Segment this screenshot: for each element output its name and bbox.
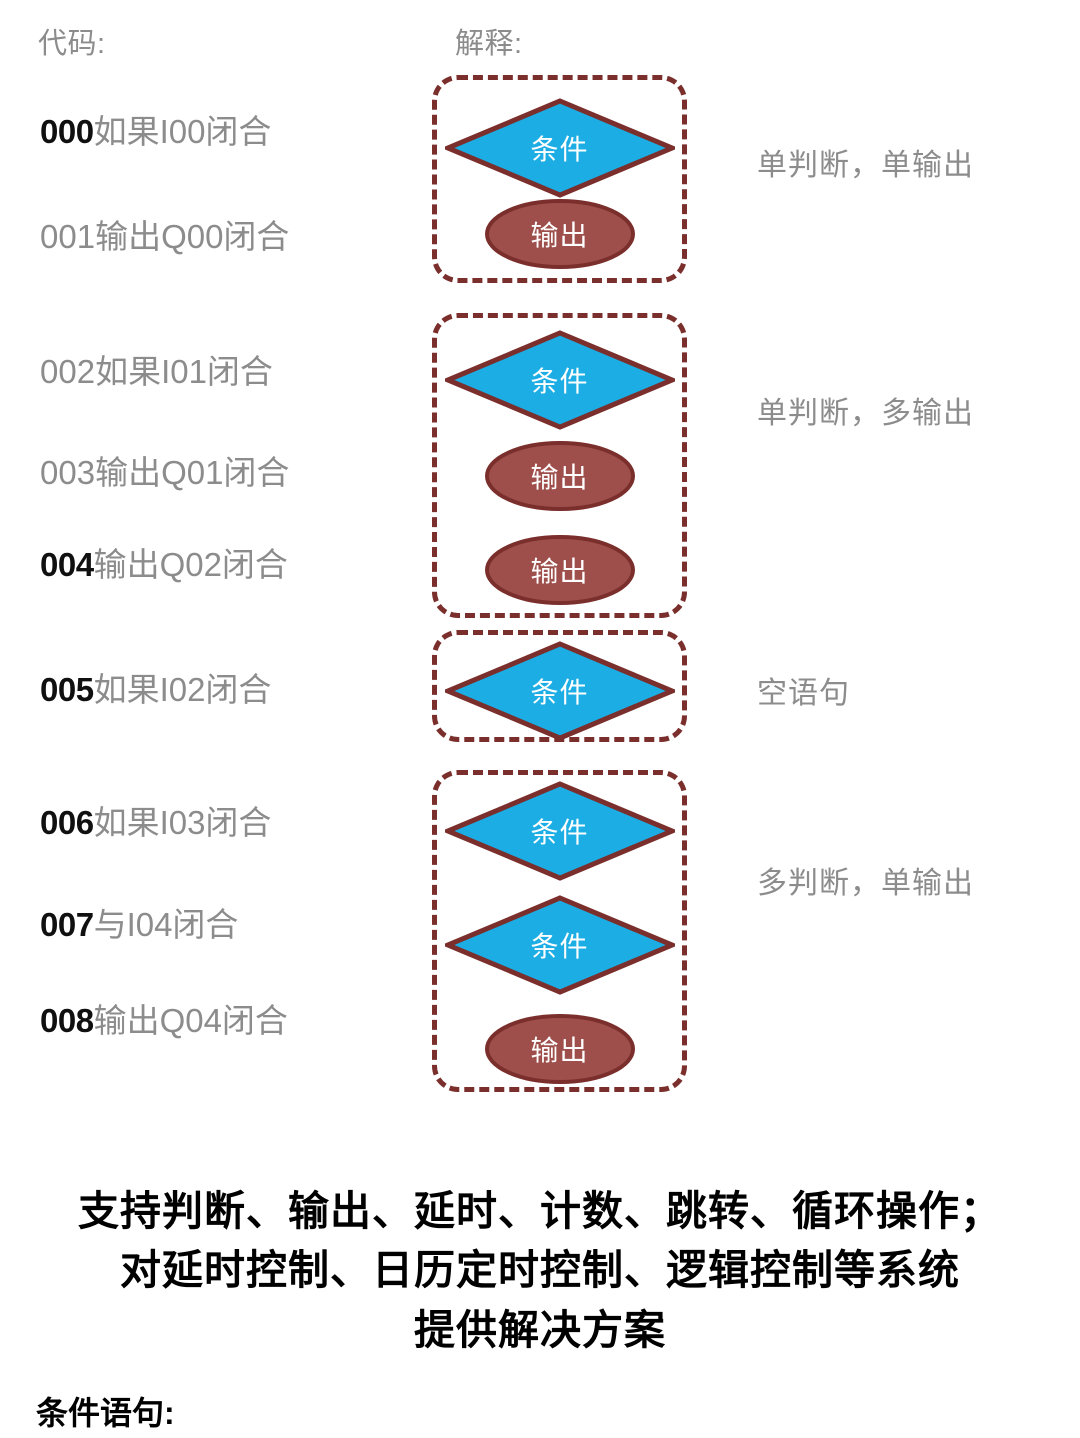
code-line-number: 003	[40, 454, 96, 491]
code-line-text: 如果I01闭合	[95, 353, 273, 390]
code-line-text: 输出Q00闭合	[95, 218, 290, 255]
code-line-number: 002	[40, 353, 96, 390]
code-line-number: 006	[40, 804, 94, 841]
diamond-icon	[444, 98, 675, 198]
diamond-icon	[444, 641, 675, 741]
code-line: 000如果I00闭合	[40, 115, 271, 148]
diamond-icon	[444, 781, 675, 881]
code-line-text: 输出Q02闭合	[93, 546, 288, 583]
condition-node[interactable]: 条件	[444, 641, 675, 741]
code-column-header: 代码:	[38, 28, 106, 60]
output-node[interactable]: 输出	[484, 1013, 636, 1085]
ellipse-icon	[484, 441, 635, 511]
code-line-number: 008	[40, 1002, 94, 1039]
footer-note-conditional-statement: 条件语句:	[36, 1395, 175, 1431]
code-line-text: 如果I00闭合	[93, 113, 272, 150]
code-line-text: 输出Q01闭合	[95, 454, 290, 491]
group-single-condition-single-output: 条件输出	[432, 75, 687, 283]
code-line: 007与I04闭合	[40, 908, 238, 941]
code-line-number: 000	[40, 113, 94, 150]
code-line-text: 如果I02闭合	[93, 671, 272, 708]
summary-line: 提供解决方案	[414, 1306, 666, 1353]
ellipse-icon	[484, 1014, 635, 1084]
group-multi-condition-single-output: 条件条件输出	[432, 770, 687, 1092]
code-line-text: 与I04闭合	[93, 906, 239, 943]
code-line: 008输出Q04闭合	[40, 1004, 288, 1037]
code-line: 003输出Q01闭合	[40, 456, 289, 489]
explanation-label: 空语句	[757, 677, 850, 710]
code-line-number: 007	[40, 906, 94, 943]
explanation-label: 单判断，多输出	[757, 397, 974, 430]
condition-node[interactable]: 条件	[444, 98, 675, 198]
output-node[interactable]: 输出	[484, 198, 636, 270]
summary-line: 支持判断、输出、延时、计数、跳转、循环操作；	[78, 1188, 1002, 1234]
code-line: 005如果I02闭合	[40, 673, 271, 706]
explanation-label: 单判断，单输出	[757, 149, 974, 182]
code-line: 006如果I03闭合	[40, 806, 271, 839]
code-line-text: 输出Q04闭合	[93, 1002, 288, 1039]
condition-node[interactable]: 条件	[444, 781, 675, 881]
code-line-number: 005	[40, 671, 94, 708]
diamond-icon	[444, 330, 675, 430]
diamond-icon	[444, 895, 675, 995]
code-line-number: 004	[40, 546, 94, 583]
condition-node[interactable]: 条件	[444, 330, 675, 430]
ellipse-icon	[484, 535, 635, 605]
ellipse-icon	[484, 199, 635, 269]
condition-node[interactable]: 条件	[444, 895, 675, 995]
group-empty-statement: 条件	[432, 630, 687, 742]
group-single-condition-multi-output: 条件输出输出	[432, 313, 687, 618]
code-line-number: 001	[40, 218, 96, 255]
explanation-column-header: 解释:	[455, 28, 523, 60]
output-node[interactable]: 输出	[484, 534, 636, 606]
summary-line: 对延时控制、日历定时控制、逻辑控制等系统	[120, 1247, 960, 1294]
output-node[interactable]: 输出	[484, 440, 636, 512]
explanation-label: 多判断，单输出	[757, 867, 974, 900]
code-line-text: 如果I03闭合	[93, 804, 272, 841]
code-line: 002如果I01闭合	[40, 355, 273, 388]
code-line: 001输出Q00闭合	[40, 220, 289, 253]
summary-paragraph: 支持判断、输出、延时、计数、跳转、循环操作； 对延时控制、日历定时控制、逻辑控制等…	[0, 1182, 1080, 1360]
code-line: 004输出Q02闭合	[40, 548, 288, 581]
